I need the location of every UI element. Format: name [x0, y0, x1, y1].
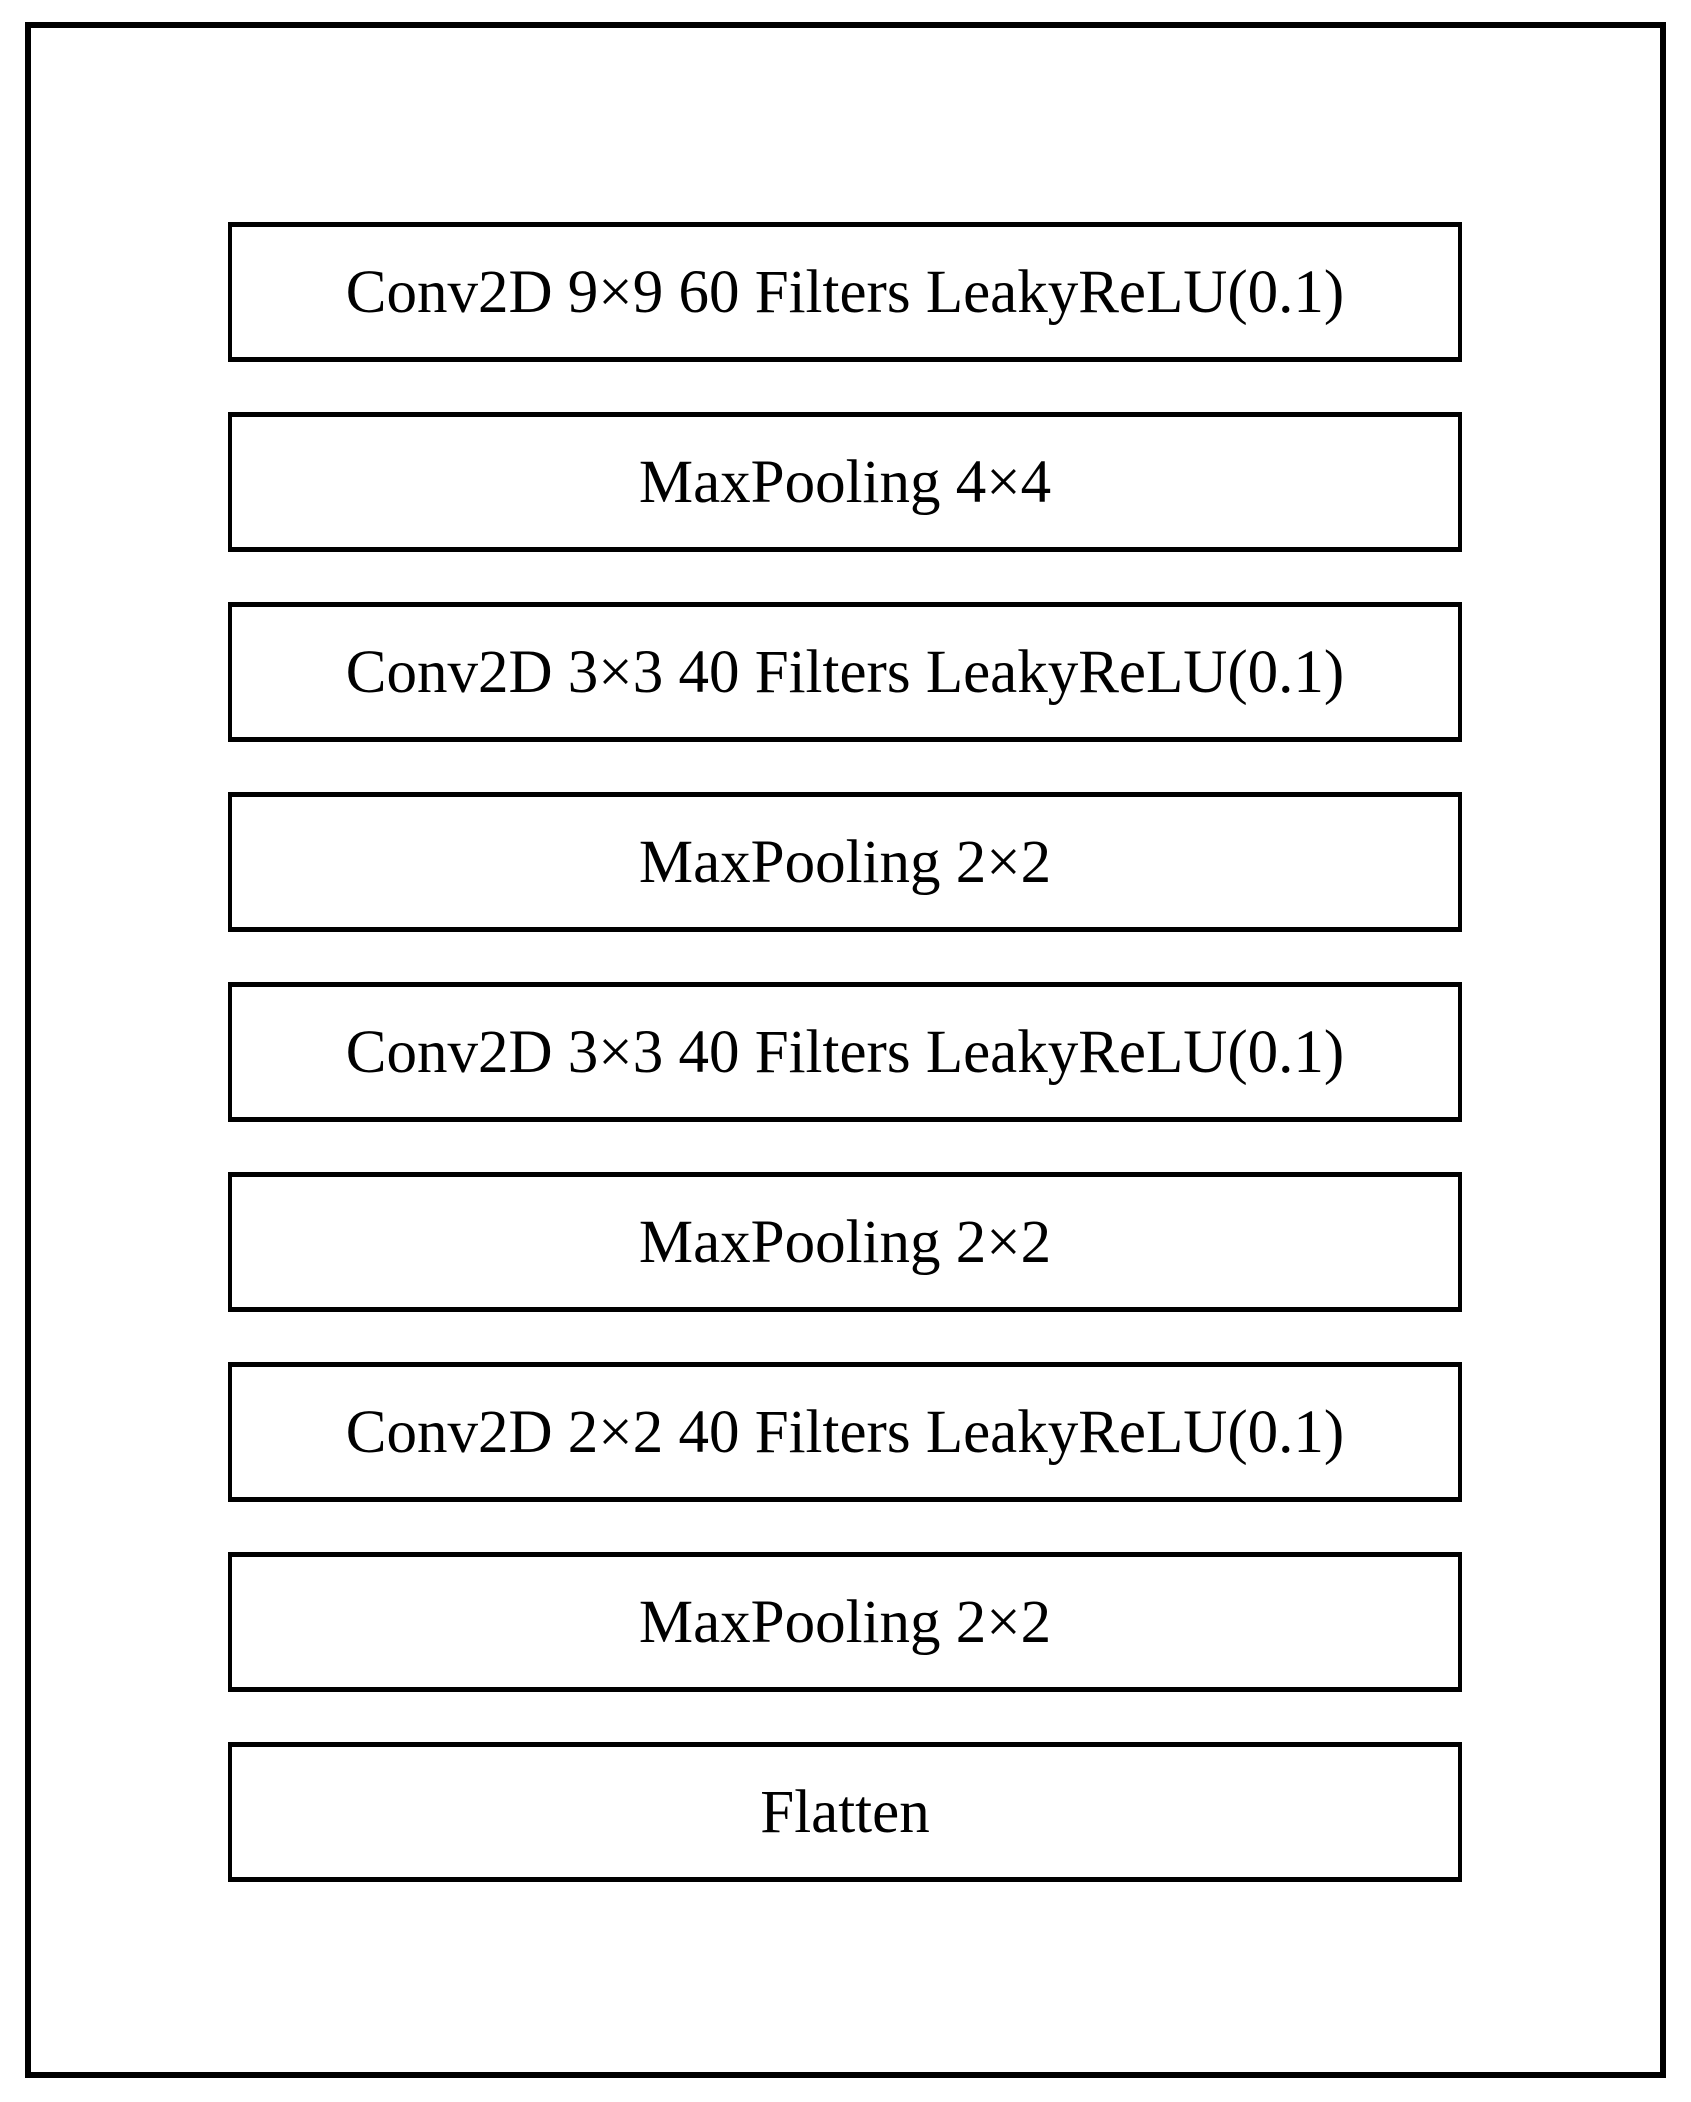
layer-box-conv2d-2: Conv2D 3×3 40 Filters LeakyReLU(0.1)	[228, 602, 1462, 742]
layer-box-conv2d-3: Conv2D 3×3 40 Filters LeakyReLU(0.1)	[228, 982, 1462, 1122]
layer-box-conv2d-1: Conv2D 9×9 60 Filters LeakyReLU(0.1)	[228, 222, 1462, 362]
layer-box-maxpooling-2: MaxPooling 2×2	[228, 792, 1462, 932]
layer-box-maxpooling-3: MaxPooling 2×2	[228, 1172, 1462, 1312]
layer-stack: Conv2D 9×9 60 Filters LeakyReLU(0.1) Max…	[228, 222, 1462, 1882]
layer-box-conv2d-4: Conv2D 2×2 40 Filters LeakyReLU(0.1)	[228, 1362, 1462, 1502]
layer-box-maxpooling-1: MaxPooling 4×4	[228, 412, 1462, 552]
layer-box-flatten: Flatten	[228, 1742, 1462, 1882]
diagram-frame: Conv2D 9×9 60 Filters LeakyReLU(0.1) Max…	[25, 22, 1666, 2078]
layer-box-maxpooling-4: MaxPooling 2×2	[228, 1552, 1462, 1692]
